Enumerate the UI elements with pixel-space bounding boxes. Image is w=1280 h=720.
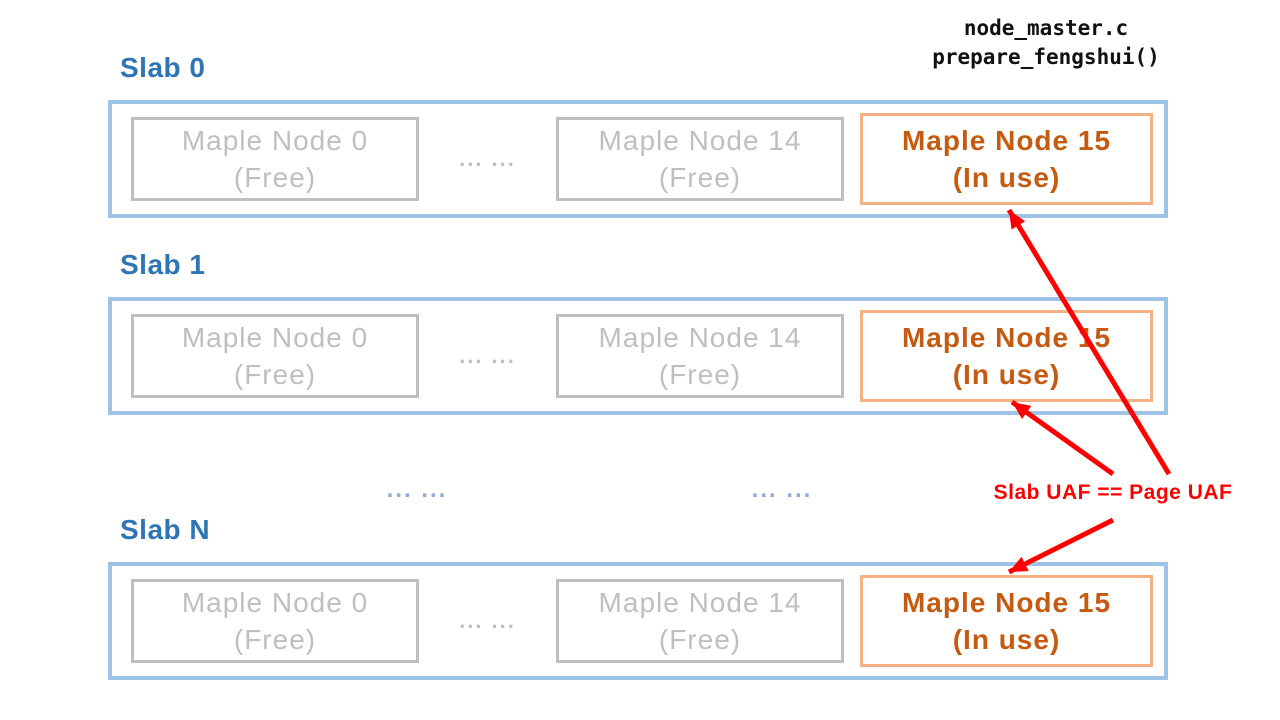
slab-0-maple-node-15-in-use: Maple Node 15 (In use) bbox=[860, 113, 1153, 205]
uaf-annotation-text: Slab UAF == Page UAF bbox=[993, 481, 1233, 504]
node-title: Maple Node 0 bbox=[181, 125, 369, 156]
node-title: Maple Node 14 bbox=[598, 322, 802, 353]
node-title: Maple Node 15 bbox=[901, 125, 1112, 156]
slab-1-box: Maple Node 0 (Free) ... ... Maple Node 1… bbox=[108, 297, 1168, 415]
slab-0-maple-node-0-free: Maple Node 0 (Free) bbox=[131, 117, 419, 201]
node-state: (In use) bbox=[952, 162, 1061, 193]
node-title: Maple Node 0 bbox=[181, 587, 369, 618]
node-title: Maple Node 0 bbox=[181, 322, 369, 353]
slab-1-maple-node-15-in-use: Maple Node 15 (In use) bbox=[860, 310, 1153, 402]
slab-0-maple-node-14-free: Maple Node 14 (Free) bbox=[556, 117, 844, 201]
node-title: Maple Node 14 bbox=[598, 125, 802, 156]
node-state: (Free) bbox=[233, 359, 317, 390]
node-state: (Free) bbox=[658, 624, 742, 655]
slab-0-label: Slab 0 bbox=[120, 52, 206, 83]
slab-n-maple-node-14-free: Maple Node 14 (Free) bbox=[556, 579, 844, 663]
node-state: (In use) bbox=[952, 359, 1061, 390]
code-function-name: prepare_fengshui() bbox=[932, 45, 1160, 69]
slab-1-maple-node-0-free: Maple Node 0 (Free) bbox=[131, 314, 419, 398]
slab-n-ellipsis: ... ... bbox=[459, 608, 516, 633]
node-state: (In use) bbox=[952, 624, 1061, 655]
code-reference: node_master.c prepare_fengshui() bbox=[896, 14, 1196, 72]
code-file-name: node_master.c bbox=[963, 16, 1129, 40]
slab-n-maple-node-0-free: Maple Node 0 (Free) bbox=[131, 579, 419, 663]
slab-0-box: Maple Node 0 (Free) ... ... Maple Node 1… bbox=[108, 100, 1168, 218]
node-title: Maple Node 15 bbox=[901, 322, 1112, 353]
slab-n-maple-node-15-in-use: Maple Node 15 (In use) bbox=[860, 575, 1153, 667]
node-title: Maple Node 14 bbox=[598, 587, 802, 618]
node-title: Maple Node 15 bbox=[901, 587, 1112, 618]
node-state: (Free) bbox=[658, 162, 742, 193]
slab-n-label: Slab N bbox=[120, 514, 211, 545]
slab-1-label: Slab 1 bbox=[120, 249, 206, 280]
slab-1-maple-node-14-free: Maple Node 14 (Free) bbox=[556, 314, 844, 398]
slab-0-ellipsis: ... ... bbox=[459, 146, 516, 171]
between-slabs-ellipsis-right: ... ... bbox=[751, 476, 813, 503]
node-state: (Free) bbox=[233, 162, 317, 193]
node-state: (Free) bbox=[233, 624, 317, 655]
slab-n-box: Maple Node 0 (Free) ... ... Maple Node 1… bbox=[108, 562, 1168, 680]
between-slabs-ellipsis-left: ... ... bbox=[386, 476, 448, 503]
node-state: (Free) bbox=[658, 359, 742, 390]
slab-1-ellipsis: ... ... bbox=[459, 343, 516, 368]
